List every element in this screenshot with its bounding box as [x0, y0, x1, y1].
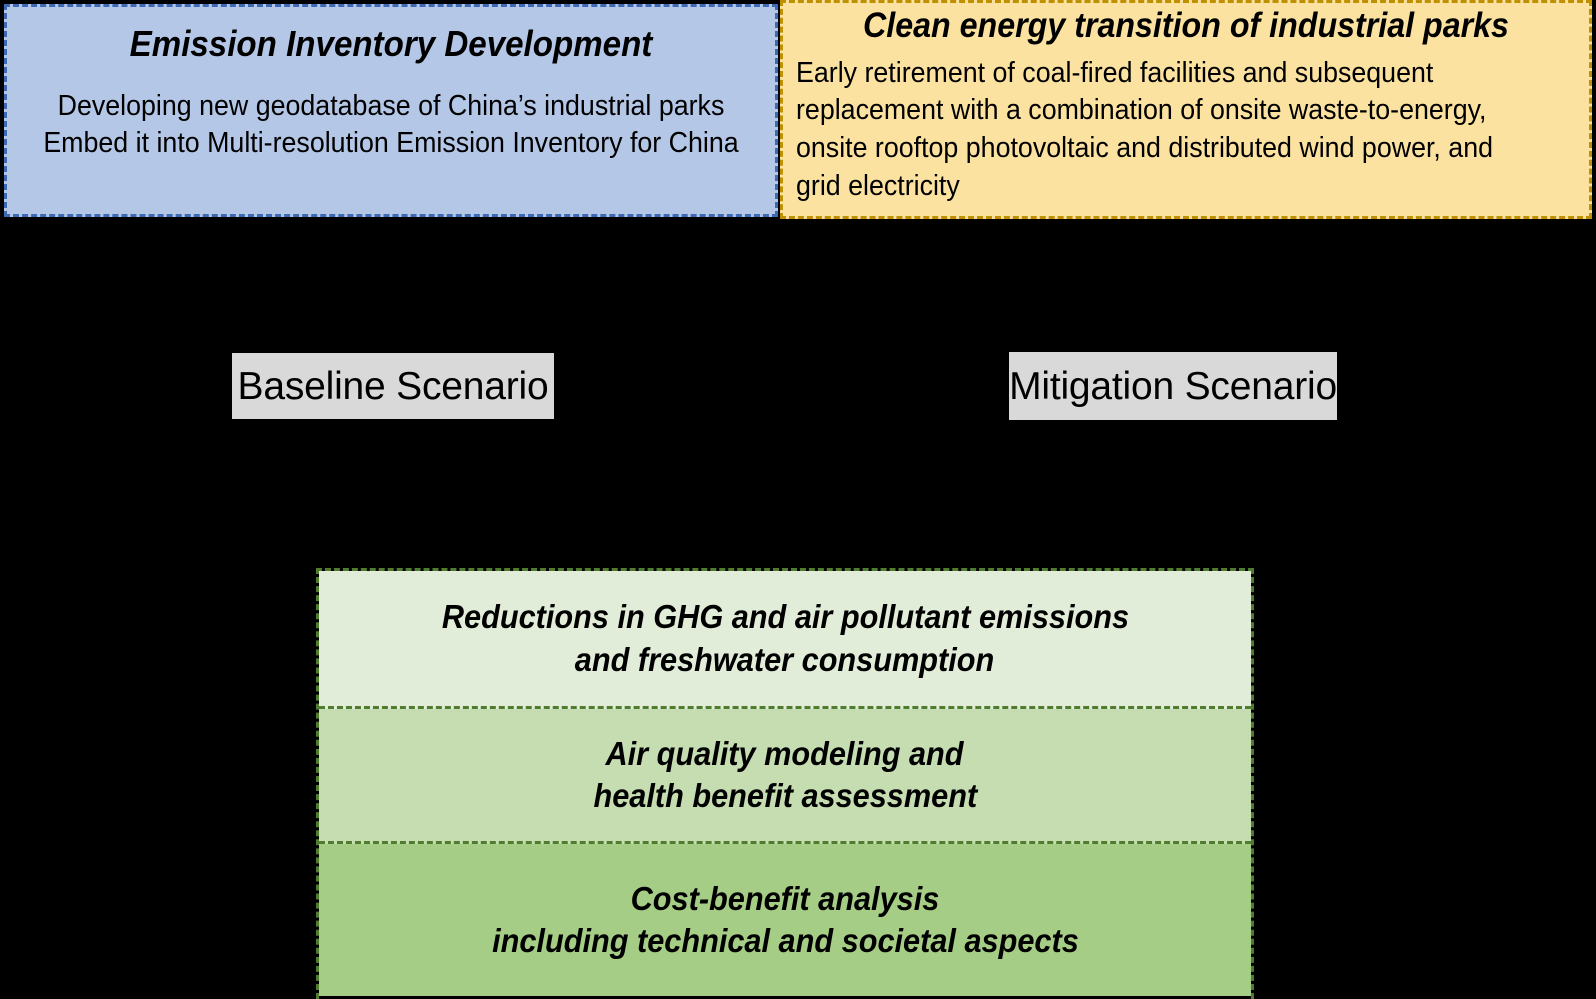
clean-energy-transition-body: Early retirement of coal-fired facilitie… [796, 55, 1548, 205]
outcome-emissions-reduction: Reductions in GHG and air pollutant emis… [319, 571, 1251, 709]
outcome-costbenefit-line-1: Cost-benefit analysis [630, 879, 940, 917]
outcome-costbenefit-line-2: including technical and societal aspects [491, 922, 1079, 959]
clean-energy-line-1: Early retirement of coal-fired facilitie… [796, 56, 1434, 89]
emission-inventory-panel: Emission Inventory Development Developin… [4, 4, 778, 217]
clean-energy-line-4: grid electricity [796, 169, 960, 202]
outcome-cost-benefit-analysis: Cost-benefit analysis including technica… [319, 844, 1251, 996]
emission-inventory-body: Developing new geodatabase of China’s in… [30, 88, 752, 163]
mitigation-scenario-box: Mitigation Scenario [1009, 352, 1337, 420]
outcome-airquality-line-1: Air quality modeling and [605, 734, 965, 772]
baseline-scenario-box: Baseline Scenario [232, 353, 554, 419]
outcomes-panel: Reductions in GHG and air pollutant emis… [316, 568, 1254, 999]
clean-energy-transition-panel: Clean energy transition of industrial pa… [780, 0, 1592, 219]
outcome-airquality-line-2: health benefit assessment [593, 777, 977, 814]
emission-inventory-title: Emission Inventory Development [129, 23, 653, 64]
clean-energy-line-3: onsite rooftop photovoltaic and distribu… [796, 132, 1494, 165]
emission-inventory-line-1: Developing new geodatabase of China’s in… [57, 89, 725, 122]
outcome-air-quality-health: Air quality modeling and health benefit … [319, 709, 1251, 844]
outcome-emissions-line-2: and freshwater consumption [575, 640, 995, 678]
clean-energy-line-2: replacement with a combination of onsite… [796, 94, 1487, 127]
clean-energy-transition-title: Clean energy transition of industrial pa… [863, 6, 1509, 45]
emission-inventory-line-2: Embed it into Multi-resolution Emission … [43, 127, 739, 160]
outcome-emissions-line-1: Reductions in GHG and air pollutant emis… [441, 598, 1129, 636]
